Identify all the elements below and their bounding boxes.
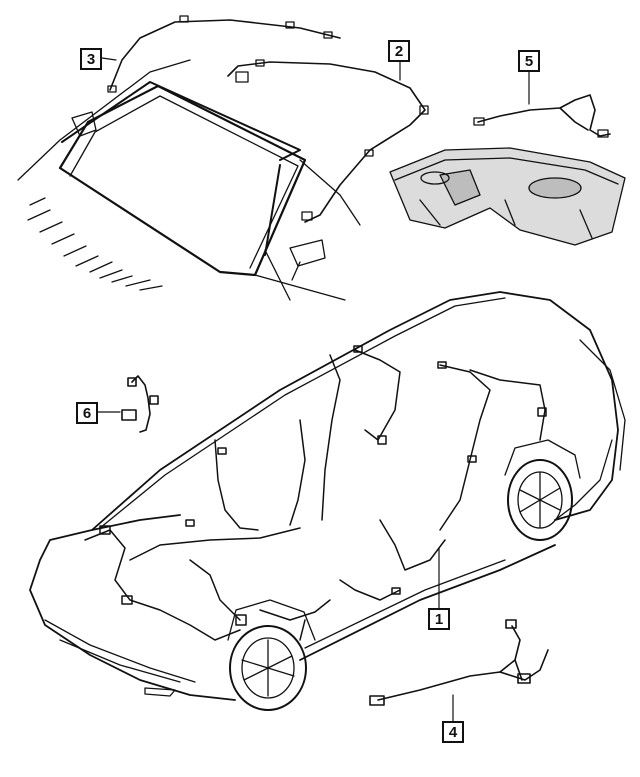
callout-4: 4 [442, 721, 464, 743]
leader-lines [97, 57, 530, 722]
wire-harness-3 [107, 15, 341, 93]
callout-1: 1 [428, 608, 450, 630]
wire-harness-1 [84, 345, 547, 641]
callout-6: 6 [76, 402, 98, 424]
callout-2: 2 [388, 40, 410, 62]
wire-harness-6 [121, 375, 159, 433]
front-wheel [229, 625, 307, 711]
callout-3: 3 [80, 48, 102, 70]
wire-harness-2 [227, 59, 429, 223]
windshield-detail [17, 59, 361, 301]
wire-harness-4 [369, 619, 549, 706]
wire-harness-5 [473, 94, 611, 138]
rear-wheel [507, 459, 573, 541]
fuel-tank [389, 147, 626, 246]
callout-5: 5 [518, 50, 540, 72]
car-body [29, 291, 626, 711]
